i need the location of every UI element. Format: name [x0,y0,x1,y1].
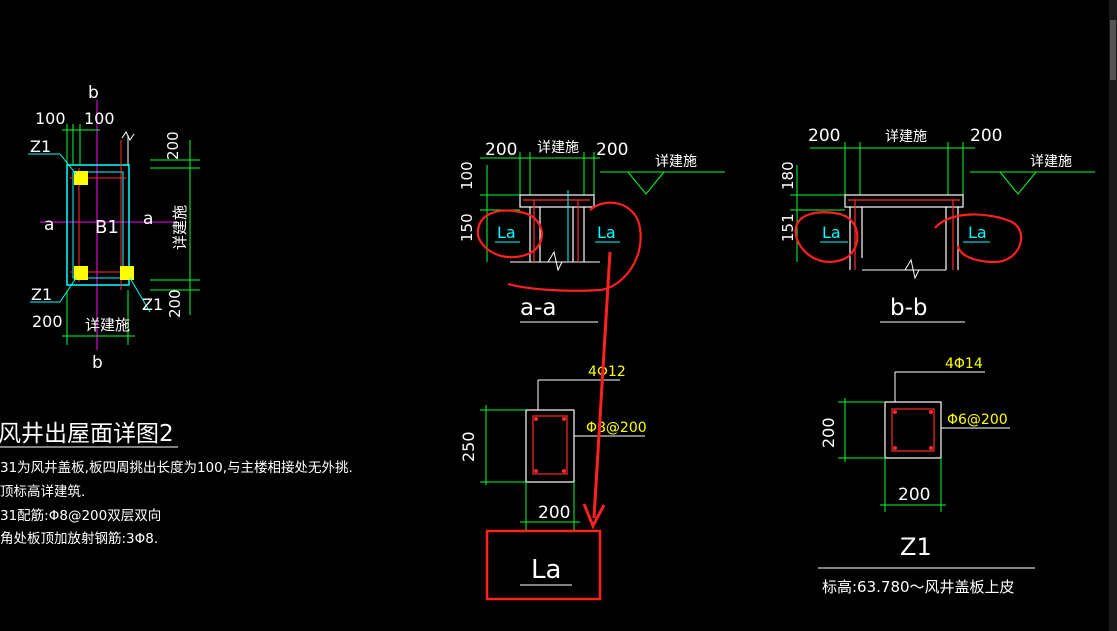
aa-title: a-a [520,295,557,321]
notes-line-2: 顶标高详建筑. [0,483,85,500]
section-aa: 200 详建施 200 详建施 100 150 La La a-a [458,140,725,323]
arrow-shaft [592,251,612,519]
dim-top-2: 100 [84,109,115,128]
bb-dim-mid: 详建施 [885,129,927,145]
col-z1-title: Z1 [900,533,932,561]
notes-block: 风井出屋面详图2 31为风井盖板,板四周挑出长度为100,与主楼相接处无外挑. … [0,421,353,547]
label-z1-bottom-right: Z1 [142,295,163,314]
circle-mark-bb-left [794,211,859,263]
col-z1-stirrup: Φ6@200 [947,412,1008,428]
aa-height-bot: 150 [458,213,476,242]
col-z1-width: 200 [898,485,930,505]
col-z1-height: 200 [819,417,838,448]
dim-bottom-left: 200 [32,312,63,331]
column-z1-bottom-left [74,266,88,280]
aa-la-left: La [497,223,516,242]
bb-height-bot: 151 [779,213,797,242]
column-section-z1: 4Φ14 Φ6@200 200 200 Z1 标高:63.780～风井盖板上皮 [818,356,1035,596]
circle-mark-aa-right [507,201,642,292]
col-z1-elevation-note: 标高:63.780～风井盖板上皮 [822,578,1015,596]
dim-right-mid: 详建施 [171,205,189,250]
column-z1-top-left [74,171,88,185]
bb-la-left: La [822,223,841,242]
dim-bottom: 详建施 [85,316,130,334]
notes-title: 风井出屋面详图2 [0,421,174,447]
col-left-height: 250 [459,431,478,462]
dim-right-bot: 200 [166,289,184,318]
notes-line-4: 角处板顶加放射钢筋:3Φ8. [0,530,158,547]
aa-dim-right: 200 [596,140,628,160]
circle-mark-aa-left [476,209,543,259]
bb-height-top: 180 [779,161,797,190]
plan-view: 100 100 b b a a B1 Z1 Z1 Z1 200 详建施 200 … [28,83,200,373]
column-z1-bottom-right [120,266,134,280]
vertical-scrollbar[interactable] [1109,0,1117,631]
dim-top-1: 100 [35,109,66,128]
col-left-rebar-main: 4Φ12 [588,364,626,380]
bb-title: b-b [890,295,928,321]
circle-mark-bb-right [934,213,1023,264]
callout-la-label: La [531,555,561,585]
label-z1-top: Z1 [30,137,51,156]
slab-label-b1: B1 [95,217,119,238]
col-left-width: 200 [538,503,570,523]
notes-line-1: 31为风井盖板,板四周挑出长度为100,与主楼相接处无外挑. [0,459,353,476]
callout-box [485,529,602,601]
aa-level-label: 详建施 [655,154,697,170]
bb-dim-right: 200 [970,126,1002,146]
notes-line-3: 31配筋:Φ8@200双层双向 [0,507,161,524]
col-z1-rebar-main: 4Φ14 [945,356,983,372]
arrow-head [582,503,606,530]
aa-height-top: 100 [458,161,476,190]
slab-inner-outline [72,171,124,279]
dim-right-top: 200 [164,131,182,160]
label-z1-bottom-left: Z1 [31,285,52,304]
aa-dim-left: 200 [485,140,517,160]
col-left-stirrup: Φ8@200 [586,420,647,436]
bb-level-label: 详建施 [1030,154,1072,170]
section-mark-a-left: a [44,215,54,235]
slab-outline [66,164,130,286]
aa-la-right: La [597,223,616,242]
column-section-left: 4Φ12 Φ8@200 250 200 [459,364,647,530]
bb-la-right: La [968,223,987,242]
hand-annotations: La [476,201,1023,601]
section-mark-a-right: a [143,209,153,229]
section-mark-b-bottom: b [92,353,103,373]
aa-dim-mid: 详建施 [537,140,579,156]
bb-dim-left: 200 [808,126,840,146]
section-bb: 200 详建施 200 详建施 180 151 La La b-b [779,126,1095,323]
scrollbar-thumb[interactable] [1110,20,1116,80]
section-mark-b-top: b [88,83,99,103]
